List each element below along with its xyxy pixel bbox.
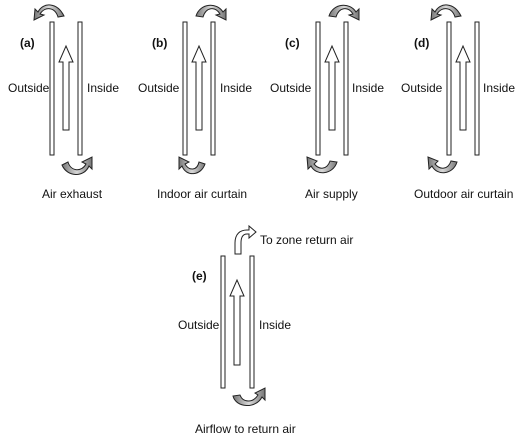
panel-c-outside-label: Outside <box>270 81 312 95</box>
outer-pane <box>315 21 321 156</box>
inner-pane <box>77 21 83 156</box>
panel-c-tag: (c) <box>285 36 300 50</box>
panel-e-tag: (e) <box>192 269 207 283</box>
outer-pane <box>446 21 452 156</box>
top-curved-arrow <box>33 4 65 21</box>
inner-pane <box>249 255 255 389</box>
panel-a-caption: Air exhaust <box>42 187 103 201</box>
panel-a-tag: (a) <box>20 36 35 50</box>
panel-c-diagram <box>306 4 360 174</box>
panel-b-inside-label: Inside <box>220 81 253 95</box>
panel-e-outside-label: Outside <box>178 318 220 332</box>
outer-pane <box>220 255 226 389</box>
inner-pane <box>210 21 216 156</box>
up-arrow <box>191 44 207 131</box>
panel-e-inside-label: Inside <box>259 318 292 332</box>
panel-b-caption: Indoor air curtain <box>157 187 248 201</box>
panel-d-diagram <box>427 4 480 174</box>
panel-a-outside-label: Outside <box>8 81 50 95</box>
panel-b-diagram <box>178 4 227 175</box>
panel-d-caption: Outdoor air curtain <box>414 187 514 201</box>
bottom-curved-arrow <box>61 156 93 175</box>
panel-c-caption: Air supply <box>305 187 358 201</box>
up-arrow <box>324 44 340 131</box>
panel-d-outside-label: Outside <box>401 81 443 95</box>
up-arrow <box>229 278 245 366</box>
panel-e-caption: Airflow to return air <box>195 422 296 436</box>
outer-pane <box>49 21 55 156</box>
bottom-curved-arrow <box>232 387 266 406</box>
panel-d-inside-label: Inside <box>483 81 516 95</box>
top-curved-arrow <box>195 4 227 21</box>
bottom-curved-arrow <box>306 156 338 174</box>
outer-pane <box>182 21 188 156</box>
inner-pane <box>343 21 349 156</box>
top-curved-arrow <box>430 4 462 21</box>
panel-a-inside-label: Inside <box>87 81 120 95</box>
panel-b-outside-label: Outside <box>138 81 180 95</box>
panel-e-diagram <box>220 224 266 406</box>
up-arrow <box>455 44 471 131</box>
inner-pane <box>474 21 480 156</box>
return-air-arrow <box>234 224 257 255</box>
panel-b-tag: (b) <box>152 36 168 50</box>
panel-c-inside-label: Inside <box>352 81 385 95</box>
bottom-curved-arrow <box>427 156 458 174</box>
top-curved-arrow <box>328 4 360 21</box>
panel-d-tag: (d) <box>414 36 430 50</box>
panel-e-return-air-label: To zone return air <box>260 233 354 247</box>
up-arrow <box>58 44 74 131</box>
panel-a-diagram <box>33 4 93 175</box>
bottom-curved-arrow <box>178 156 206 175</box>
